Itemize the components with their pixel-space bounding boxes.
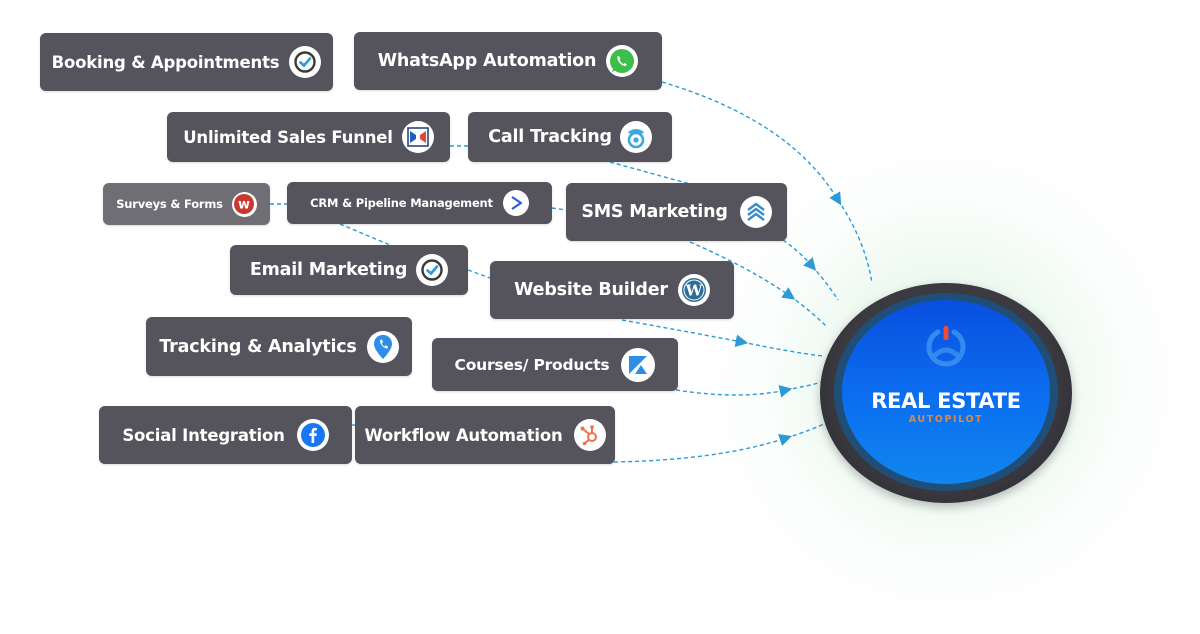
feature-label: Workflow Automation	[364, 425, 563, 445]
feature-card-whatsapp[interactable]: WhatsApp Automation	[354, 32, 662, 90]
call-tracking-icon	[619, 121, 652, 153]
activecampaign-chevron-icon	[502, 190, 529, 216]
wufoo-icon: w	[231, 191, 257, 217]
facebook-icon	[296, 419, 329, 451]
connector-whatsapp	[661, 81, 842, 206]
feature-label: WhatsApp Automation	[377, 51, 597, 71]
feature-label: Tracking & Analytics	[159, 336, 357, 357]
feature-card-crm[interactable]: CRM & Pipeline Management	[287, 182, 552, 224]
feature-card-email[interactable]: Email Marketing	[230, 245, 468, 295]
wordpress-icon: W	[677, 274, 710, 306]
svg-text:w: w	[238, 198, 250, 213]
connector-workflow-hub	[613, 434, 792, 463]
feature-label: SMS Marketing	[581, 202, 728, 222]
feature-card-call-tracking[interactable]: Call Tracking	[468, 112, 672, 162]
whatsapp-icon	[606, 45, 639, 77]
feature-label: Email Marketing	[249, 260, 408, 280]
svg-text:W: W	[684, 282, 703, 300]
connector-website-hub-tail	[741, 341, 823, 357]
feature-card-funnel[interactable]: Unlimited Sales Funnel	[167, 112, 450, 162]
check-circle-icon	[289, 46, 322, 78]
check-circle-icon	[416, 254, 449, 286]
connector-crm-sms	[551, 207, 567, 211]
connector-whatsapp-tail	[837, 199, 873, 284]
location-pin-phone-icon	[366, 330, 399, 363]
connector-website-hub	[621, 319, 749, 348]
feature-card-social[interactable]: Social Integration	[99, 406, 352, 464]
real-estate-autopilot-hub: REAL ESTATE AUTOPILOT	[820, 283, 1072, 503]
feature-card-workflow[interactable]: Workflow Automation	[355, 406, 615, 464]
feature-label: Courses/ Products	[454, 355, 610, 374]
feature-label: CRM & Pipeline Management	[310, 196, 493, 210]
feature-label: Website Builder	[514, 280, 668, 300]
connector-sms-hub-2-tail	[789, 295, 827, 327]
hub-title: REAL ESTATE	[871, 389, 1021, 413]
feature-card-booking[interactable]: Booking & Appointments	[40, 33, 333, 91]
feature-card-courses[interactable]: Courses/ Products	[432, 338, 678, 391]
feature-card-website[interactable]: Website Builder W	[490, 261, 734, 319]
connector-crm-email	[339, 223, 391, 246]
kajabi-icon	[621, 347, 656, 382]
connector-courses-hub	[675, 385, 793, 398]
feature-label: Surveys & Forms	[116, 197, 223, 211]
hub-subtitle: AUTOPILOT	[908, 414, 984, 425]
connector-email-website	[467, 269, 491, 279]
stacked-chevrons-icon	[739, 196, 772, 228]
power-steering-logo-icon	[926, 326, 966, 367]
hubspot-icon	[573, 419, 606, 451]
connector-workflow-hub-tail	[785, 421, 829, 439]
feature-label: Booking & Appointments	[51, 52, 280, 72]
connector-sms-hub-1	[782, 239, 817, 271]
connector-courses-hub-tail	[785, 381, 823, 391]
feature-card-sms[interactable]: SMS Marketing	[566, 183, 787, 241]
clickfunnels-icon	[401, 121, 434, 153]
connector-sms-hub-1-tail	[811, 265, 839, 301]
feature-card-tracking[interactable]: Tracking & Analytics	[146, 317, 412, 376]
connector-call-sms	[609, 161, 691, 185]
hub-center: REAL ESTATE AUTOPILOT	[842, 300, 1050, 484]
feature-label: Unlimited Sales Funnel	[183, 127, 393, 147]
feature-label: Social Integration	[122, 425, 285, 445]
feature-card-surveys[interactable]: Surveys & Forms w	[103, 183, 270, 225]
feature-label: Call Tracking	[488, 127, 612, 147]
